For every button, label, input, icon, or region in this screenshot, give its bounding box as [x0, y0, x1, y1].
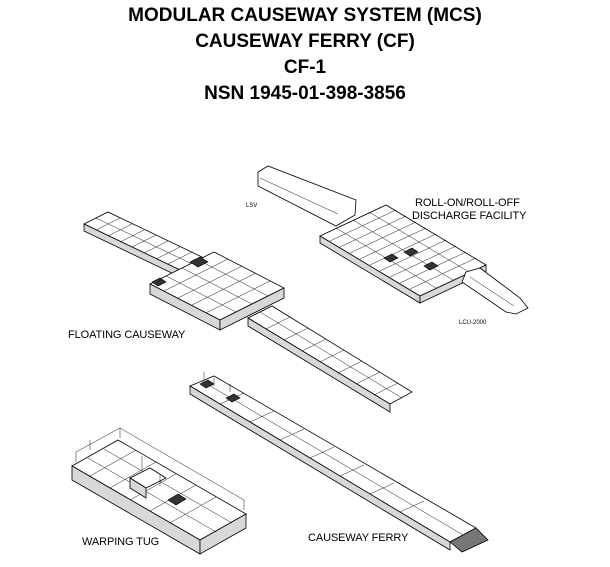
rrdf-label-line-2: DISCHARGE FACILITY	[412, 210, 527, 222]
rrdf-drawing	[257, 165, 529, 315]
floating-causeway-drawing	[83, 211, 413, 413]
warping-tug-label: WARPING TUG	[82, 536, 160, 548]
lsv-label: LSV	[246, 203, 258, 209]
title-line-2: CAUSEWAY FERRY (CF)	[195, 31, 415, 52]
causeway-ferry-label: CAUSEWAY FERRY	[308, 532, 409, 544]
title-line-3: CF-1	[283, 57, 327, 78]
floating-causeway-label: FLOATING CAUSEWAY	[68, 329, 186, 341]
causeway-ferry-drawing	[189, 372, 489, 553]
title-line-1: MODULAR CAUSEWAY SYSTEM (MCS)	[128, 5, 482, 26]
rrdf-label-line-1: ROLL-ON/ROLL-OFF	[415, 197, 520, 209]
lcu-label: LCU-2000	[459, 320, 487, 326]
warping-tug-drawing	[71, 427, 247, 555]
title-line-4: NSN 1945-01-398-3856	[204, 83, 406, 104]
